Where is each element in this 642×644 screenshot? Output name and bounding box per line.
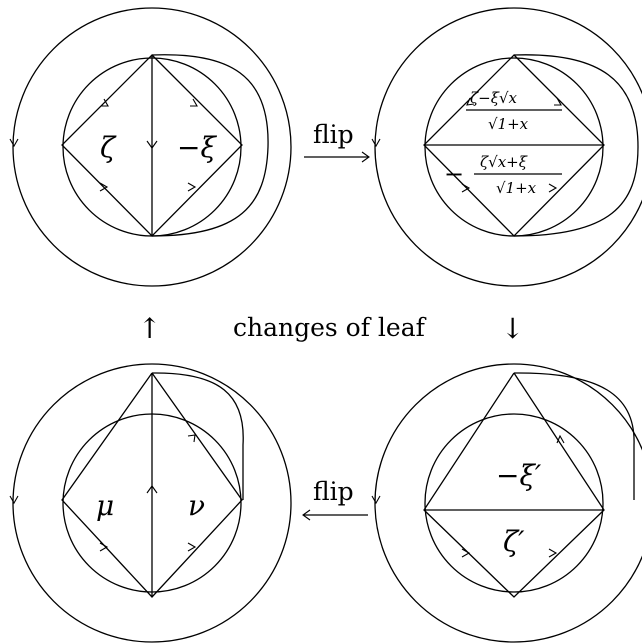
arrow-marker [99,182,109,192]
arrow-marker [548,183,558,193]
kite [423,372,605,598]
panel-bottom-left: μ ν [9,363,292,643]
arrow-marker [146,140,158,149]
up-arrow: ↑ [138,312,161,345]
arrow-marker [371,138,381,148]
arrow-marker [9,138,19,148]
outer-circle [374,7,642,287]
flip-label-bottom: flip [313,477,354,506]
label-mu: μ [96,489,114,522]
upper-fraction-denominator: √1+x [488,115,529,133]
label-zeta-prime: ζ′ [503,525,525,558]
arrow-marker [548,548,558,558]
arrow-head-left [302,509,311,521]
down-arrow: ↓ [501,312,524,345]
arrow-marker [466,97,475,106]
flip-label-top: flip [313,120,354,149]
arrow-marker [461,183,471,193]
middle-caption: changes of leaf [233,313,427,342]
arrow-marker [461,548,471,558]
outer-circle [374,363,642,643]
rhombus [423,54,605,237]
arrow-marker [101,98,109,107]
panel-top-right: ζ−ξ√x √1+x − ζ√x+ξ √1+x [371,7,642,287]
flip-arrow-bottom: flip [302,477,368,521]
label-minus-xi-prime: −ξ′ [496,459,542,492]
flip-arrow-top: flip [304,120,370,163]
inner-loop [151,54,269,237]
panel-top-left: ζ −ξ [9,7,292,287]
label-minus-xi: −ξ [177,131,217,164]
arrow-marker [187,434,196,443]
arrow-marker [99,542,109,552]
arrow-marker [9,495,19,505]
arrow-marker [187,542,197,552]
middle-row: ↑ changes of leaf ↓ [138,312,524,345]
inner-loop-upper [513,372,635,446]
arrow-marker [556,434,565,444]
panel-bottom-right: −ξ′ ζ′ [371,363,642,643]
inner-circle [424,57,604,237]
arrow-marker [187,182,197,192]
lower-fraction-denominator: √1+x [496,179,537,197]
outer-circle [12,363,292,643]
arrow-marker [554,97,562,106]
inner-loop [513,54,639,237]
lower-fraction-numerator: ζ√x+ξ [480,153,528,171]
outer-circle [12,7,292,287]
upper-fraction-numerator: ζ−ξ√x [470,89,518,107]
label-zeta: ζ [100,131,117,164]
arrow-marker [146,485,158,494]
label-nu: ν [188,489,205,522]
inner-circle [424,413,604,593]
arrow-marker [190,98,198,107]
lower-fraction-sign: − [444,160,464,188]
inner-loop-upper [151,372,244,446]
arrow-head-right [361,151,370,163]
arrow-marker [371,495,381,505]
